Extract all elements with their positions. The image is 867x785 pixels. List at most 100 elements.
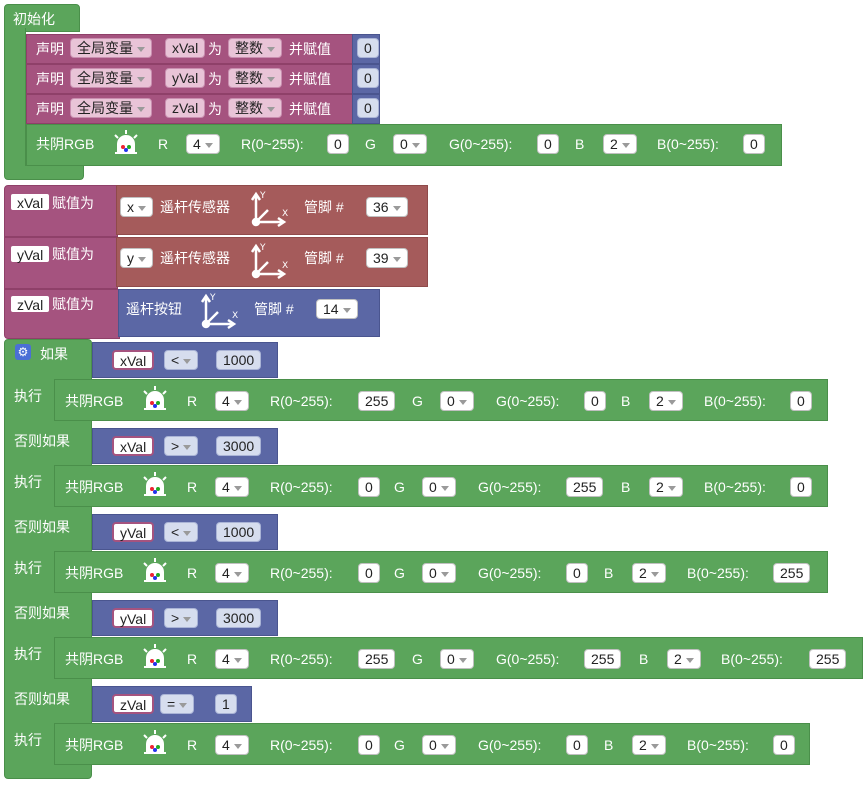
g-pin-dropdown[interactable]: 0 xyxy=(422,735,456,755)
type-dropdown[interactable]: 整数 xyxy=(228,68,282,88)
b-value-field[interactable]: 255 xyxy=(773,563,811,583)
r-range-label: R(0~255): xyxy=(241,136,304,152)
scope-dropdown[interactable]: 全局变量 xyxy=(70,98,152,118)
g-range-label: G(0~255): xyxy=(496,651,560,667)
g-pin-dropdown[interactable]: 0 xyxy=(440,391,474,411)
b-label: B xyxy=(575,136,585,152)
scope-dropdown[interactable]: 全局变量 xyxy=(70,68,152,88)
sensor-label: 遥杆传感器 xyxy=(160,199,230,215)
operator-dropdown[interactable]: < xyxy=(164,350,199,370)
r-label: R xyxy=(187,651,198,667)
r-label: R xyxy=(187,737,198,753)
exec-label: 执行 xyxy=(14,646,42,662)
rgb-block[interactable] xyxy=(54,465,828,507)
rgb-led-icon xyxy=(139,470,171,502)
var-name-field[interactable]: yVal xyxy=(165,68,206,88)
r-pin-dropdown[interactable]: 4 xyxy=(215,477,249,497)
assign-label: 并赋值 xyxy=(289,101,331,117)
type-dropdown[interactable]: 整数 xyxy=(228,38,282,58)
pin-dropdown[interactable]: 36 xyxy=(366,197,408,217)
g-range-label: G(0~255): xyxy=(449,136,513,152)
var-name-field[interactable]: xVal xyxy=(165,38,206,58)
r-pin-dropdown[interactable]: 4 xyxy=(215,735,249,755)
gear-icon[interactable]: ⚙ xyxy=(15,344,31,360)
declare-value-field[interactable]: 0 xyxy=(357,68,379,88)
declare-value-field[interactable]: 0 xyxy=(357,98,379,118)
r-pin-dropdown[interactable]: 4 xyxy=(215,649,249,669)
g-value-field[interactable]: 0 xyxy=(566,563,588,583)
g-pin-dropdown[interactable]: 0 xyxy=(393,134,427,154)
operator-dropdown[interactable]: < xyxy=(164,522,199,542)
declare-value-field[interactable]: 0 xyxy=(357,38,379,58)
g-pin-dropdown[interactable]: 0 xyxy=(422,477,456,497)
b-pin-dropdown[interactable]: 2 xyxy=(649,477,683,497)
b-value-field[interactable]: 0 xyxy=(790,477,812,497)
var-field[interactable]: zVal xyxy=(9,294,52,314)
b-label: B xyxy=(621,393,631,409)
r-value-field[interactable]: 255 xyxy=(358,649,396,669)
condition-value[interactable]: 1 xyxy=(215,694,237,714)
g-pin-dropdown[interactable]: 0 xyxy=(422,563,456,583)
g-value-field[interactable]: 0 xyxy=(584,391,606,411)
var-name-field[interactable]: zVal xyxy=(165,98,206,118)
type-dropdown[interactable]: 整数 xyxy=(228,98,282,118)
r-pin-dropdown[interactable]: 4 xyxy=(215,563,249,583)
condition-value[interactable]: 3000 xyxy=(216,608,262,628)
g-value-field[interactable]: 0 xyxy=(537,134,559,154)
condition-var[interactable]: zVal xyxy=(112,694,155,714)
svg-text:Y: Y xyxy=(209,293,216,303)
b-range-label: B(0~255): xyxy=(704,393,766,409)
operator-dropdown[interactable]: = xyxy=(160,694,195,714)
b-pin-dropdown[interactable]: 2 xyxy=(603,134,637,154)
r-value-field[interactable]: 255 xyxy=(358,391,396,411)
r-pin-dropdown[interactable]: 4 xyxy=(186,134,220,154)
b-range-label: B(0~255): xyxy=(721,651,783,667)
axis-dropdown[interactable]: y xyxy=(120,248,153,268)
r-value-field[interactable]: 0 xyxy=(358,735,380,755)
g-pin-dropdown[interactable]: 0 xyxy=(440,649,474,669)
g-value-field[interactable]: 255 xyxy=(566,477,604,497)
axis-dropdown[interactable]: x xyxy=(120,197,153,217)
assign-label: 赋值为 xyxy=(52,195,94,211)
b-pin-dropdown[interactable]: 2 xyxy=(632,735,666,755)
condition-value[interactable]: 3000 xyxy=(216,436,262,456)
assign-label: 并赋值 xyxy=(289,71,331,87)
svg-text:X: X xyxy=(282,261,288,271)
r-value-field[interactable]: 0 xyxy=(358,563,380,583)
r-pin-dropdown[interactable]: 4 xyxy=(215,391,249,411)
r-label: R xyxy=(187,565,198,581)
condition-value[interactable]: 1000 xyxy=(216,350,262,370)
init-block[interactable] xyxy=(4,4,80,32)
g-value-field[interactable]: 0 xyxy=(566,735,588,755)
sensor-label: 遥杆按钮 xyxy=(126,301,182,317)
pin-dropdown[interactable]: 14 xyxy=(316,299,358,319)
joystick-y-block[interactable] xyxy=(116,237,428,287)
r-value-field[interactable]: 0 xyxy=(358,477,380,497)
b-value-field[interactable]: 0 xyxy=(743,134,765,154)
rgb-block[interactable] xyxy=(26,124,782,166)
operator-dropdown[interactable]: > xyxy=(164,608,199,628)
svg-text:Y: Y xyxy=(259,243,266,253)
pin-dropdown[interactable]: 39 xyxy=(366,248,408,268)
b-value-field[interactable]: 0 xyxy=(790,391,812,411)
r-value-field[interactable]: 0 xyxy=(327,134,349,154)
condition-var[interactable]: xVal xyxy=(112,350,155,370)
b-pin-dropdown[interactable]: 2 xyxy=(649,391,683,411)
b-pin-dropdown[interactable]: 2 xyxy=(667,649,701,669)
g-value-field[interactable]: 255 xyxy=(584,649,622,669)
svg-text:X: X xyxy=(282,209,288,219)
condition-var[interactable]: xVal xyxy=(112,436,155,456)
g-label: G xyxy=(412,393,423,409)
var-field[interactable]: xVal xyxy=(9,192,52,212)
r-label: R xyxy=(187,393,198,409)
b-pin-dropdown[interactable]: 2 xyxy=(632,563,666,583)
condition-var[interactable]: yVal xyxy=(112,608,155,628)
g-label: G xyxy=(394,737,405,753)
b-value-field[interactable]: 255 xyxy=(809,649,847,669)
b-value-field[interactable]: 0 xyxy=(773,735,795,755)
operator-dropdown[interactable]: > xyxy=(164,436,199,456)
scope-dropdown[interactable]: 全局变量 xyxy=(70,38,152,58)
condition-value[interactable]: 1000 xyxy=(216,522,262,542)
var-field[interactable]: yVal xyxy=(9,244,52,264)
condition-var[interactable]: yVal xyxy=(112,522,155,542)
